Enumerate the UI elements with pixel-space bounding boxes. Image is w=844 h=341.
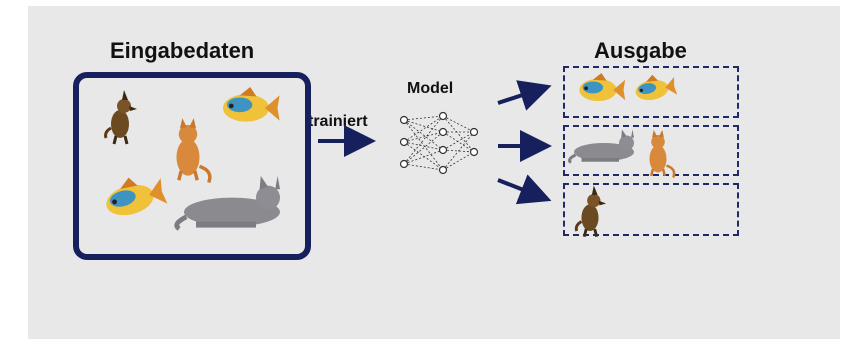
gray-cat-icon bbox=[177, 176, 280, 229]
fish-icon bbox=[100, 169, 168, 221]
output-group-fish bbox=[563, 66, 739, 118]
output-arrow-3 bbox=[497, 174, 552, 205]
fish-icon bbox=[579, 73, 626, 102]
dog-icon bbox=[104, 88, 139, 146]
input-data-box bbox=[73, 72, 311, 260]
model-title: Model bbox=[407, 80, 454, 97]
cat-icon bbox=[648, 128, 676, 179]
fish-icon bbox=[633, 71, 678, 103]
input-title: Eingabedaten bbox=[110, 38, 255, 63]
fish-icon bbox=[222, 87, 280, 122]
gray-cat-icon bbox=[568, 128, 636, 164]
dog-icon bbox=[574, 183, 608, 239]
neural-network-icon bbox=[403, 115, 475, 171]
cat-icon bbox=[174, 116, 212, 185]
diagram-canvas bbox=[28, 6, 840, 339]
output-arrow-1 bbox=[497, 80, 552, 111]
output-group-dogs bbox=[563, 183, 739, 236]
output-title: Ausgabe bbox=[594, 38, 687, 63]
